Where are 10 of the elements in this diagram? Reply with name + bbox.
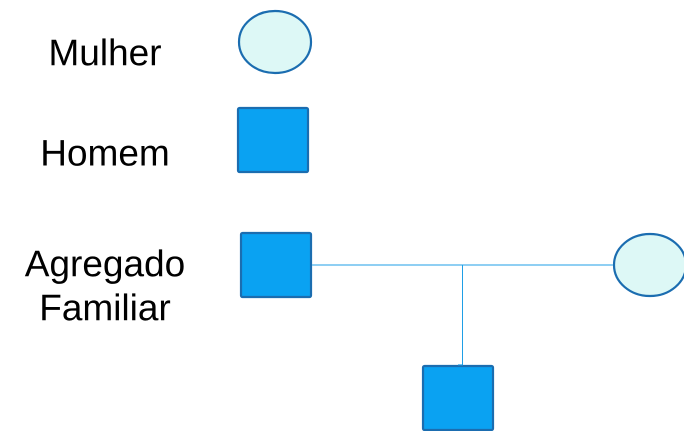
legend-label: Mulher (52, 38, 161, 66)
group-label: Agregado Familiar (24, 249, 184, 321)
legend-label: Homem (43, 140, 168, 166)
male-square (422, 364, 494, 431)
female-circle (612, 232, 684, 298)
couple-line (312, 264, 614, 266)
male-square (236, 106, 310, 174)
descent-line (458, 264, 463, 366)
female-circle (238, 10, 312, 74)
male-square (240, 232, 312, 298)
